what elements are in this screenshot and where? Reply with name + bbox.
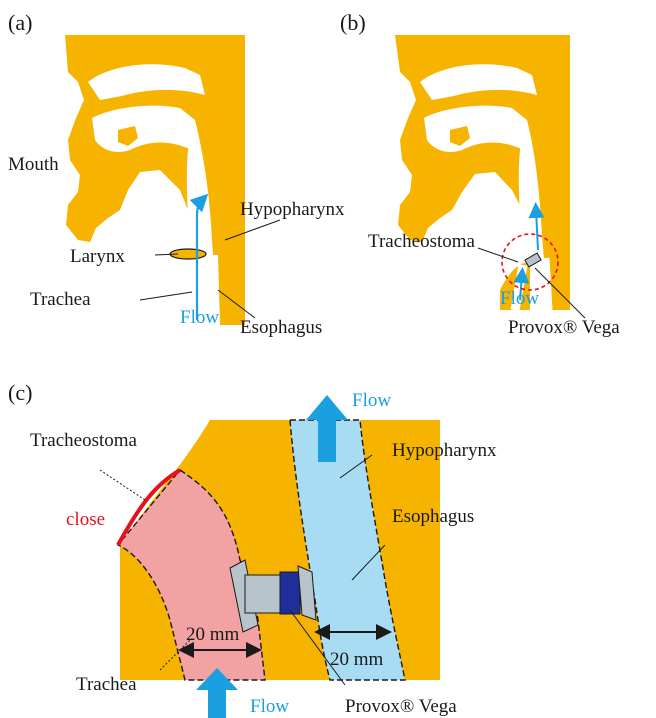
panel-b-tag: (b) bbox=[340, 10, 366, 35]
label-larynx: Larynx bbox=[70, 246, 125, 267]
leader-tracheostoma-c bbox=[100, 470, 145, 500]
label-flow: Flow bbox=[180, 307, 219, 328]
label-flow-top: Flow bbox=[352, 390, 391, 411]
label-close: close bbox=[66, 509, 105, 530]
label-provox-b: Provox® Vega bbox=[508, 317, 620, 338]
label-dim-right: 20 mm bbox=[330, 649, 384, 670]
label-tracheostoma-b: Tracheostoma bbox=[368, 231, 476, 252]
label-esophagus-c: Esophagus bbox=[392, 506, 474, 527]
label-hypopharynx: Hypopharynx bbox=[240, 199, 345, 220]
label-hypopharynx-c: Hypopharynx bbox=[392, 440, 497, 461]
panel-a-tag: (a) bbox=[8, 10, 32, 35]
panel-b-head bbox=[395, 35, 570, 310]
leader-trachea bbox=[140, 292, 192, 300]
panel-a-head bbox=[65, 35, 245, 325]
label-esophagus: Esophagus bbox=[240, 317, 322, 338]
panel-b: (b) Tracheostoma Flow Provox® Vega bbox=[340, 10, 620, 338]
label-mouth: Mouth bbox=[8, 154, 59, 175]
label-trachea: Trachea bbox=[30, 289, 91, 310]
panel-c: (c) bbox=[8, 380, 497, 718]
label-tracheostoma-c: Tracheostoma bbox=[30, 430, 138, 451]
label-trachea-c: Trachea bbox=[76, 674, 137, 695]
leader-tracheostoma-b bbox=[478, 248, 518, 262]
label-flow-b: Flow bbox=[500, 288, 539, 309]
panel-c-tag: (c) bbox=[8, 380, 32, 405]
label-flow-bottom: Flow bbox=[250, 696, 289, 717]
panel-a: (a) Mouth Hypopharynx Larynx Trachea bbox=[8, 10, 345, 338]
label-provox-c: Provox® Vega bbox=[345, 696, 457, 717]
label-dim-left: 20 mm bbox=[186, 624, 240, 645]
